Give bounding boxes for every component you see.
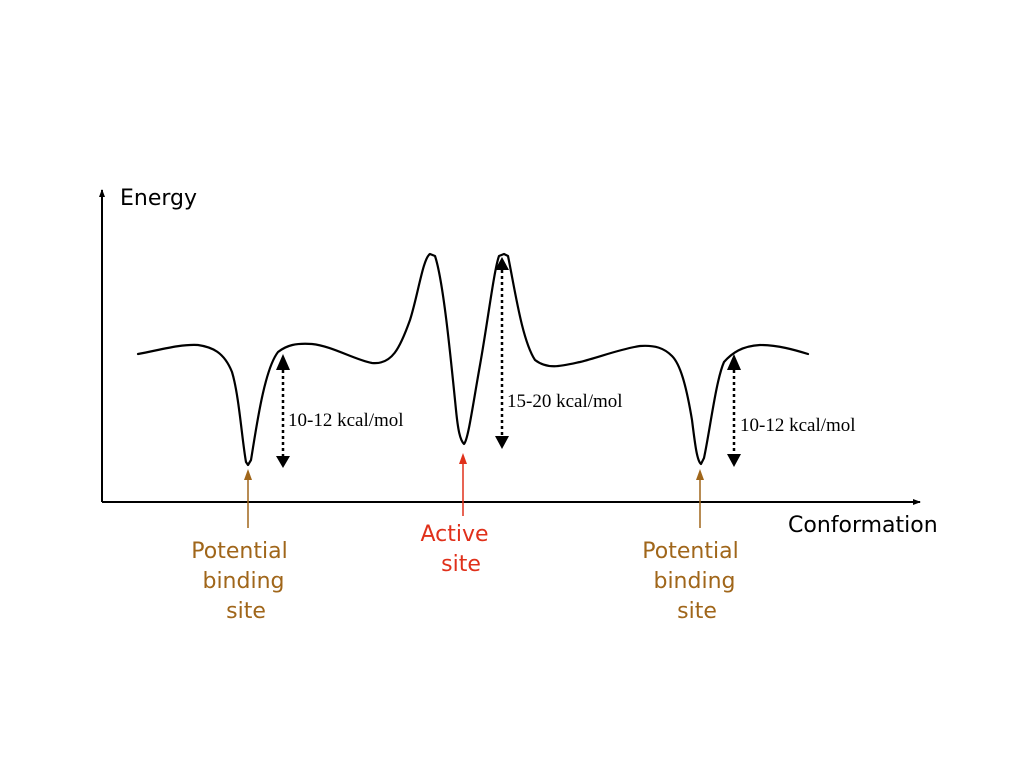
energy-gap-arrow-right bbox=[727, 354, 741, 467]
center-site-pointer bbox=[459, 453, 467, 516]
energy-gap-label-center: 15-20 kcal/mol bbox=[507, 391, 623, 412]
energy-gap-arrow-center bbox=[495, 257, 509, 449]
y-axis-label: Energy bbox=[120, 186, 197, 211]
energy-gap-label-right: 10-12 kcal/mol bbox=[740, 415, 856, 436]
x-axis-label: Conformation bbox=[788, 513, 938, 538]
left-site-label: Potential binding site bbox=[191, 539, 294, 624]
energy-gap-arrow-left bbox=[276, 354, 290, 468]
right-site-pointer bbox=[696, 469, 704, 528]
energy-curve bbox=[136, 252, 810, 467]
center-site-label: Active site bbox=[420, 522, 495, 577]
left-site-pointer bbox=[244, 469, 252, 528]
energy-gap-label-left: 10-12 kcal/mol bbox=[288, 410, 404, 431]
right-site-label: Potential binding site bbox=[642, 539, 745, 624]
